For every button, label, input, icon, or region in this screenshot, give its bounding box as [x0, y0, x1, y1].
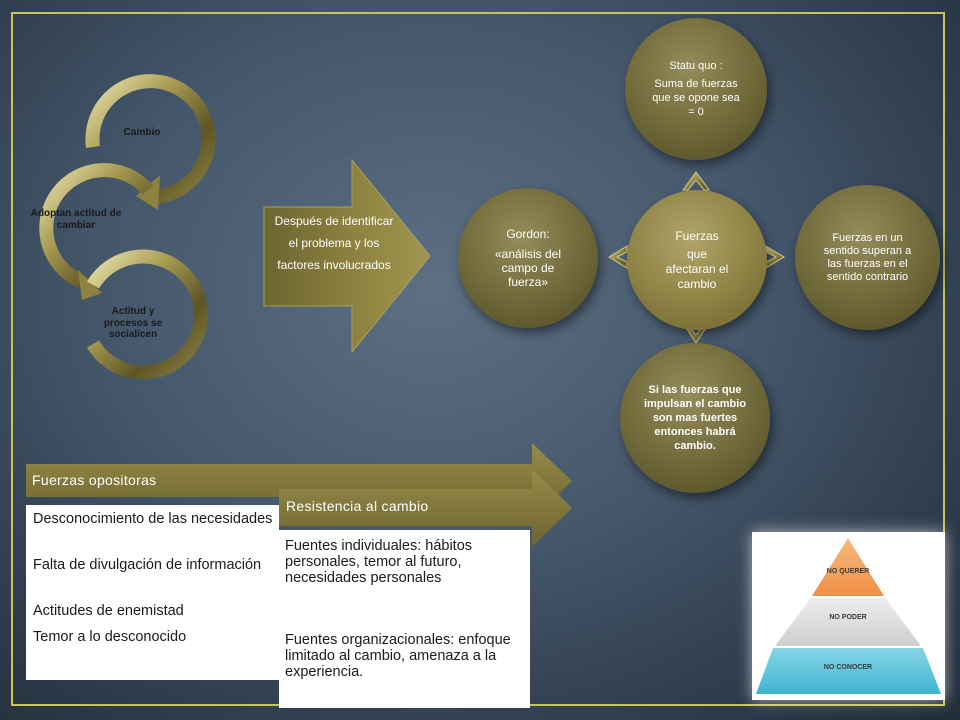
pyramid-label-mid: NO PODER	[829, 614, 867, 621]
cycle-ring-3	[86, 249, 208, 380]
status-quo-subtitle: Suma de fuerzas que se opone sea = 0	[652, 77, 740, 118]
opposing-forces-band	[26, 443, 572, 520]
pyramid-image: NO QUERER NO PODER NO CONOCER	[752, 532, 945, 700]
chevron-right-icon	[765, 245, 785, 269]
resistance-item-2: Fuentes organizacionales: enfoque limita…	[285, 632, 511, 680]
cycle-label-actitud: Actitud y procesos se socialicen	[103, 306, 163, 340]
cycle-arrowhead-2	[78, 270, 102, 300]
force-center-circle: Fuerzas que afectaran el cambio	[627, 190, 767, 330]
forces-bottom-text: Si las fuerzas que impulsan el cambio so…	[643, 384, 747, 452]
cycle-rings	[39, 74, 216, 380]
force-center-title: Fuerzas	[675, 228, 719, 243]
chevron-up-icon	[682, 171, 710, 191]
process-arrow-text: Después de identificar el problema y los…	[274, 214, 394, 272]
resistance-band	[279, 469, 572, 547]
cycle-label-adoptan: Adoptan actitud de cambiar	[30, 208, 122, 231]
pyramid-level-top	[812, 538, 884, 596]
process-arrow-shape	[263, 158, 431, 354]
pyramid-level-mid	[775, 598, 921, 646]
opposing-item-2: Falta de divulgación de información	[33, 557, 262, 573]
resistance-item-1: Fuentes individuales: hábitos personales…	[285, 538, 473, 586]
pyramid-graphic	[756, 538, 941, 694]
cycle-label-cambio: Cambio	[123, 127, 161, 138]
pyramid-label-top: NO QUERER	[826, 568, 870, 575]
status-quo-circle: Statu quo : Suma de fuerzas que se opone…	[625, 18, 767, 160]
chevron-left-icon	[608, 245, 628, 269]
opposing-item-4: Temor a lo desconocido	[33, 629, 187, 645]
gordon-subtitle: «análisis del campo de fuerza»	[494, 247, 562, 289]
gordon-title: Gordon:	[506, 227, 550, 241]
status-quo-title: Statu quo :	[669, 59, 723, 72]
forces-right-text: Fuerzas en un sentido superan a las fuer…	[823, 231, 912, 283]
cycle-ring-1	[85, 74, 216, 205]
pyramid-label-bottom: NO CONOCER	[823, 664, 873, 671]
gordon-circle: Gordon: «análisis del campo de fuerza»	[458, 188, 598, 328]
forces-bottom-circle: Si las fuerzas que impulsan el cambio so…	[620, 343, 770, 493]
forces-right-circle: Fuerzas en un sentido superan a las fuer…	[795, 185, 940, 330]
opposing-item-3: Actitudes de enemistad	[33, 603, 184, 619]
resistance-box: Fuentes individuales: hábitos personales…	[279, 530, 530, 708]
opposing-forces-header: Fuerzas opositoras	[32, 472, 157, 488]
cycle-ring-2	[39, 163, 154, 292]
opposing-item-1: Desconocimiento de las necesidades	[33, 511, 273, 527]
opposing-forces-box: Desconocimiento de las necesidades Falta…	[26, 505, 279, 680]
force-center-subtitle: que afectaran el cambio	[665, 246, 729, 291]
resistance-header: Resistencia al cambio	[286, 498, 429, 514]
cycle-arrowhead-1	[136, 175, 160, 210]
pyramid-level-bottom	[756, 648, 941, 694]
